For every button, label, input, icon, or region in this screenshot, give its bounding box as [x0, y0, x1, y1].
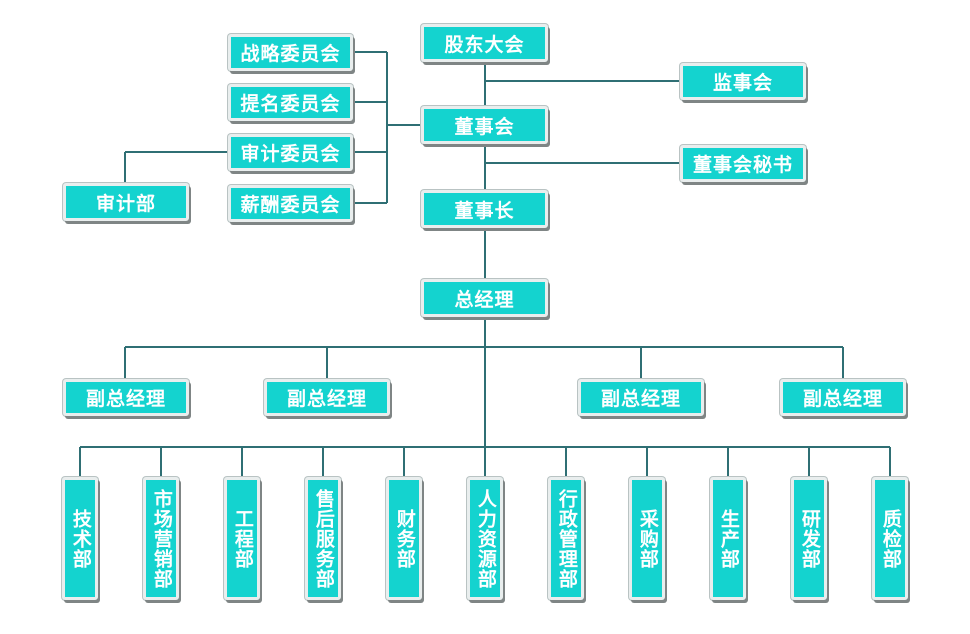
department-box: 市场营销部 [143, 477, 179, 600]
shareholders-meeting-box: 股东大会 [421, 24, 548, 62]
department-label: 生产部 [717, 508, 740, 569]
department-box: 采购部 [629, 477, 665, 600]
board-of-supervisors-box: 监事会 [680, 63, 806, 100]
nomination-committee-box: 提名委员会 [228, 84, 353, 121]
department-label: 质检部 [879, 508, 902, 569]
department-box: 人力资源部 [467, 477, 503, 600]
audit-department-box: 审计部 [63, 183, 189, 221]
department-box: 研发部 [791, 477, 827, 600]
department-box: 财务部 [386, 477, 422, 600]
department-label: 市场营销部 [150, 488, 173, 589]
audit-committee-box: 审计委员会 [228, 134, 353, 171]
department-label: 技术部 [69, 508, 92, 569]
department-label: 售后服务部 [312, 488, 335, 589]
department-box: 工程部 [224, 477, 260, 600]
department-box: 技术部 [62, 477, 98, 600]
department-box: 生产部 [710, 477, 746, 600]
department-label: 人力资源部 [474, 488, 497, 589]
compensation-committee-box: 薪酬委员会 [228, 185, 353, 222]
general-manager-box: 总经理 [421, 279, 548, 317]
department-box: 质检部 [872, 477, 908, 600]
department-label: 财务部 [393, 508, 416, 569]
chairman-box: 董事长 [421, 190, 548, 228]
department-label: 工程部 [231, 508, 254, 569]
deputy-gm-box: 副总经理 [578, 379, 704, 416]
department-box: 行政管理部 [548, 477, 584, 600]
department-label: 研发部 [798, 508, 821, 569]
board-of-directors-box: 董事会 [421, 106, 548, 144]
deputy-gm-box: 副总经理 [63, 379, 189, 416]
board-secretary-box: 董事会秘书 [680, 145, 806, 182]
department-label: 采购部 [636, 508, 659, 569]
deputy-gm-box: 副总经理 [264, 379, 390, 416]
department-label: 行政管理部 [555, 488, 578, 589]
deputy-gm-box: 副总经理 [780, 379, 906, 416]
strategy-committee-box: 战略委员会 [228, 34, 353, 71]
department-box: 售后服务部 [305, 477, 341, 600]
